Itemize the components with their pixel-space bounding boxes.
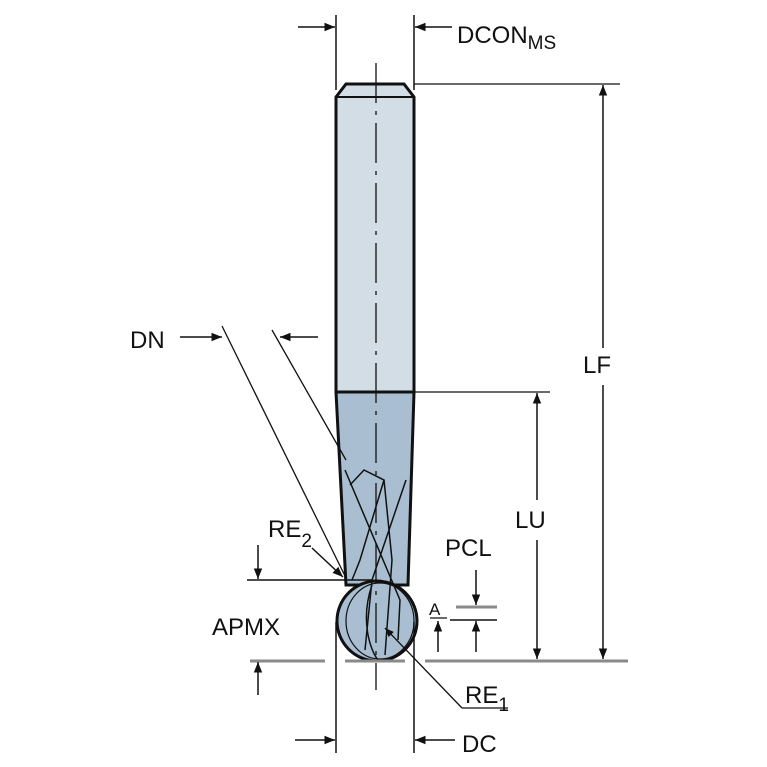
- lu-label: LU: [515, 507, 546, 534]
- apmx-label: APMX: [212, 614, 280, 641]
- re2-dimension: RE2: [268, 516, 344, 578]
- dc-dimension: DC: [295, 622, 497, 758]
- apmx-dimension: APMX: [212, 545, 372, 695]
- tool-body: [334, 82, 419, 663]
- lf-label: LF: [583, 352, 611, 379]
- dcon-dimension: DCONMS: [298, 15, 556, 90]
- re2-label: RE2: [268, 516, 312, 552]
- pcl-label: PCL: [445, 535, 492, 562]
- dn-label: DN: [130, 327, 165, 354]
- dcon-label: DCONMS: [457, 22, 556, 54]
- dc-label: DC: [462, 731, 497, 758]
- lu-dimension: LU: [414, 391, 560, 659]
- pcl-dimension: PCL A: [429, 535, 497, 652]
- a-label: A: [429, 600, 441, 619]
- neck: [334, 390, 416, 587]
- re1-dimension: RE1: [384, 627, 509, 716]
- lf-dimension: LF: [414, 83, 626, 659]
- dn-dimension: DN: [130, 325, 347, 579]
- shank: [334, 82, 416, 394]
- re1-label: RE1: [465, 682, 509, 716]
